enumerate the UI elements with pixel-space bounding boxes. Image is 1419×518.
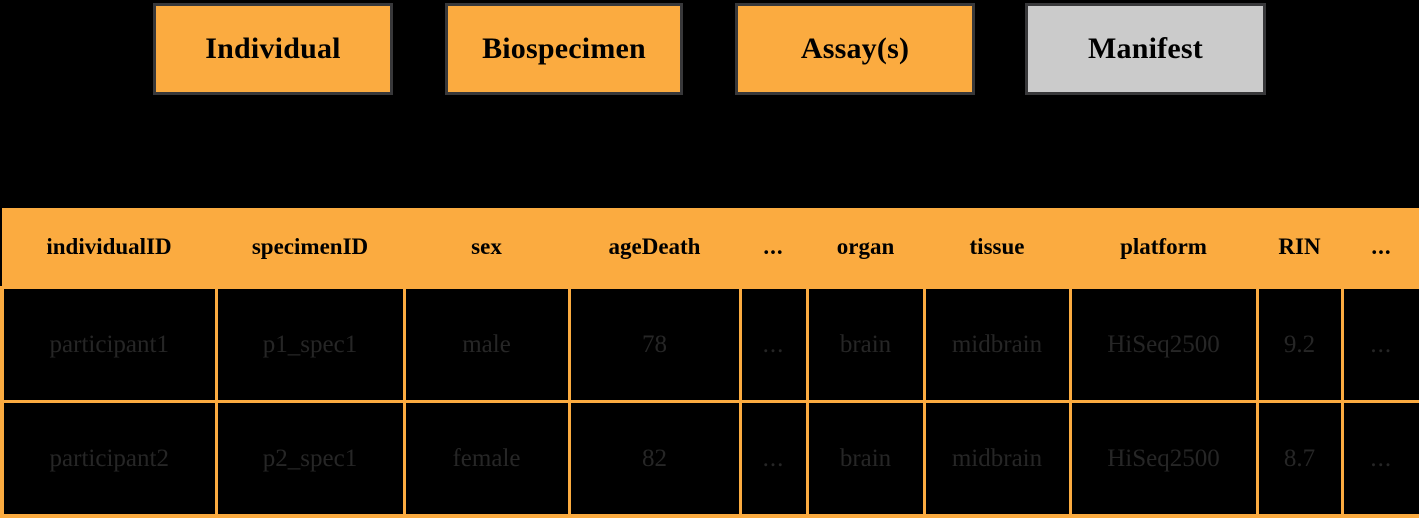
column-header-sex: sex [404, 208, 569, 288]
cell-specimenid: p1_spec1 [214, 286, 404, 402]
cell-individualid: participant1 [0, 286, 216, 402]
table-body: participant1 p1_spec1 male 78 ... brain … [0, 286, 1419, 518]
entity-box-label: Biospecimen [482, 32, 646, 65]
table-row: participant1 p1_spec1 male 78 ... brain … [0, 286, 1419, 402]
column-header-organ: organ [807, 208, 924, 288]
cell-tissue: midbrain [922, 286, 1070, 402]
cell-platform: HiSeq2500 [1068, 400, 1257, 518]
cell-ellipsis-2: ... [1340, 400, 1419, 518]
column-header-platform: platform [1070, 208, 1257, 288]
cell-organ: brain [805, 286, 924, 402]
manifest-table: individualID specimenID sex ageDeath ...… [0, 208, 1419, 518]
table-header-row: individualID specimenID sex ageDeath ...… [2, 208, 1419, 288]
cell-rin: 8.7 [1255, 400, 1342, 518]
cell-specimenid: p2_spec1 [214, 400, 404, 518]
cell-individualid: participant2 [0, 400, 216, 518]
cell-tissue: midbrain [922, 400, 1070, 518]
cell-agedeath: 78 [567, 286, 740, 402]
column-header-ellipsis-1: ... [740, 208, 807, 288]
cell-ellipsis-2: ... [1340, 286, 1419, 402]
column-header-individualid: individualID [2, 208, 216, 288]
entity-box-label: Individual [205, 32, 341, 65]
cell-sex: male [402, 286, 569, 402]
entity-box-biospecimen[interactable]: Biospecimen [445, 3, 683, 95]
table-row: participant2 p2_spec1 female 82 ... brai… [0, 400, 1419, 518]
entity-box-label: Assay(s) [800, 32, 910, 65]
column-header-ellipsis-2: ... [1342, 208, 1419, 288]
entity-box-assays[interactable]: Assay(s) [735, 3, 975, 95]
entity-box-individual[interactable]: Individual [153, 3, 393, 95]
cell-sex: female [402, 400, 569, 518]
entity-box-label: Manifest [1088, 32, 1203, 65]
entity-box-row: Individual Biospecimen Assay(s) Manifest [0, 0, 1419, 98]
entity-box-manifest[interactable]: Manifest [1025, 3, 1266, 95]
column-header-agedeath: ageDeath [569, 208, 740, 288]
column-header-rin: RIN [1257, 208, 1342, 288]
column-header-specimenid: specimenID [216, 208, 404, 288]
cell-platform: HiSeq2500 [1068, 286, 1257, 402]
cell-ellipsis-1: ... [738, 286, 807, 402]
cell-organ: brain [805, 400, 924, 518]
cell-agedeath: 82 [567, 400, 740, 518]
table-header: individualID specimenID sex ageDeath ...… [2, 208, 1419, 288]
cell-rin: 9.2 [1255, 286, 1342, 402]
cell-ellipsis-1: ... [738, 400, 807, 518]
column-header-tissue: tissue [924, 208, 1070, 288]
